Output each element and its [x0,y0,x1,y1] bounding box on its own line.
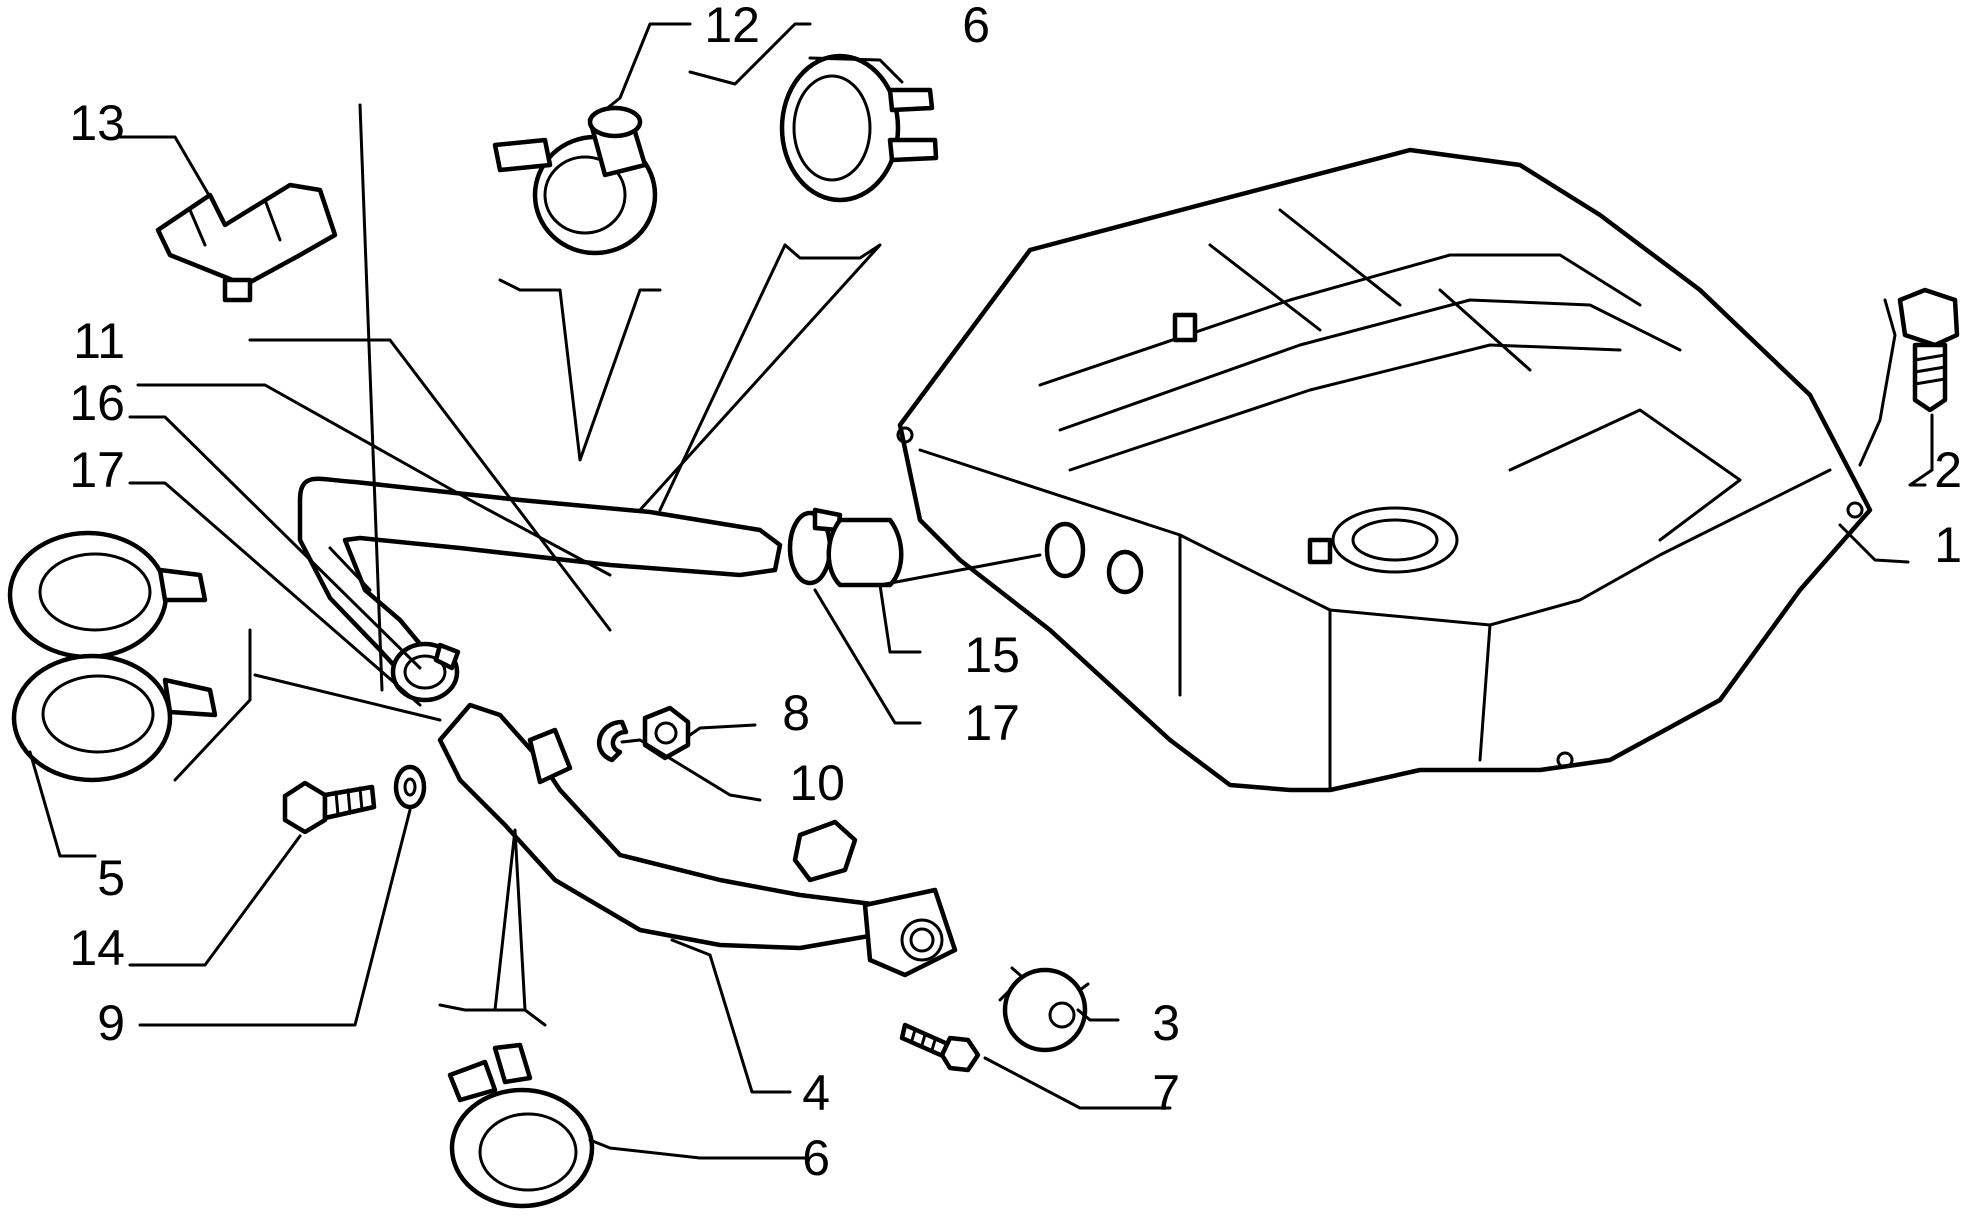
hose-icon [297,476,783,675]
callout-6-top: 6 [962,0,990,53]
callout-12: 12 [704,0,760,53]
callout-10: 10 [789,755,845,811]
clip-icon [7,530,218,783]
callout-4: 4 [802,1065,830,1121]
clip-icon [596,719,629,763]
callout-9: 9 [97,995,125,1051]
cap-icon [998,966,1090,1053]
hose-icon [826,517,904,588]
callout-13: 13 [69,95,125,151]
screw-icon [899,1022,981,1073]
callout-5: 5 [97,850,125,906]
clip-icon [492,105,658,256]
callout-8: 8 [782,685,810,741]
callout-7: 7 [1152,1065,1180,1121]
callout-3: 3 [1152,995,1180,1051]
nut-icon [642,705,691,761]
callout-15: 15 [964,627,1020,683]
clamp-icon [779,53,939,203]
callout-6-bottom: 6 [802,1130,830,1186]
washer-icon [393,764,427,810]
callout-1: 1 [1934,517,1962,573]
callout-17-right: 17 [964,695,1020,751]
bolt-icon [1897,287,1960,413]
bolt-icon [282,780,377,835]
callout-14: 14 [69,920,125,976]
callouts: 1 2 3 4 5 6 6 7 8 9 10 11 12 13 14 15 16… [69,0,1962,1186]
clamp-icon [447,1042,595,1209]
pipe-icon [437,702,958,978]
callout-11: 11 [73,313,125,369]
fuel-tank-icon [896,147,1873,793]
clamp-icon [390,641,461,703]
callout-17-left: 17 [69,442,125,498]
callout-2: 2 [1934,442,1962,498]
leader-lines [28,22,1934,1160]
bracket-icon [155,182,338,303]
callout-16: 16 [69,375,125,431]
